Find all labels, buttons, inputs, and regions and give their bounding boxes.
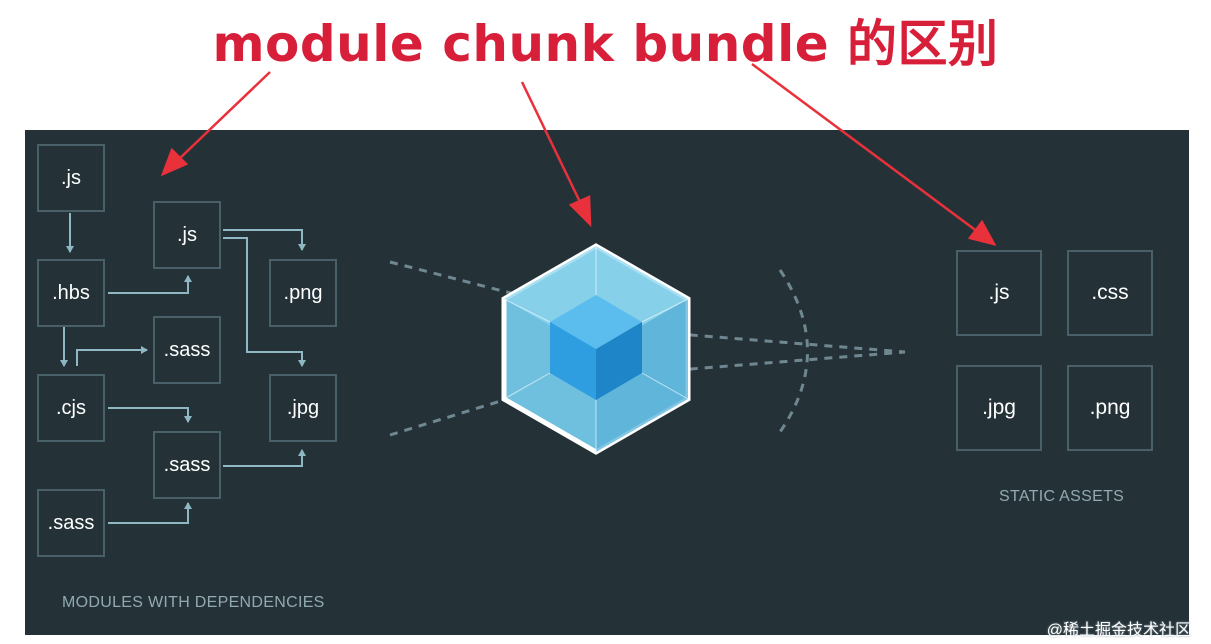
asset-box: .css [1067,250,1153,336]
asset-box: .jpg [956,365,1042,451]
module-box: .sass [153,431,221,499]
module-box: .png [269,259,337,327]
arrow-to-bundle [751,62,979,234]
module-box: .js [37,144,105,212]
assets-caption: STATIC ASSETS [999,488,1125,505]
edge-cjs-sass2 [108,407,192,423]
watermark: @稀土掘金技术社区 [1046,622,1191,639]
arrow-to-modules [177,71,271,161]
module-box: .hbs [37,259,105,327]
arrow-head [967,219,997,246]
arrow-head [160,147,189,177]
page-title: module chunk bundle 的区别 [212,15,999,73]
edge-sass-jpg [223,449,306,467]
module-box: .sass [153,316,221,384]
diagram-panel: .js .js .hbs .png .sass .cjs .jpg .sass … [25,130,1189,635]
module-box: .js [153,201,221,269]
webpack-cube-icon [501,243,691,455]
connector-layer [57,213,906,524]
edge-js-jpg [223,237,306,367]
module-box: .sass [37,489,105,557]
edge-cjs-sass [76,346,148,366]
arrow-to-chunk [520,81,583,205]
edge-js-png [223,229,306,251]
modules-caption: MODULES WITH DEPENDENCIES [62,594,325,611]
asset-box: .png [1067,365,1153,451]
module-box: .jpg [269,374,337,442]
asset-box: .js [956,250,1042,336]
arrow-head [568,195,592,228]
module-box: .cjs [37,374,105,442]
edge-hbs-js [108,275,192,294]
edge-sass-sass [108,502,192,524]
